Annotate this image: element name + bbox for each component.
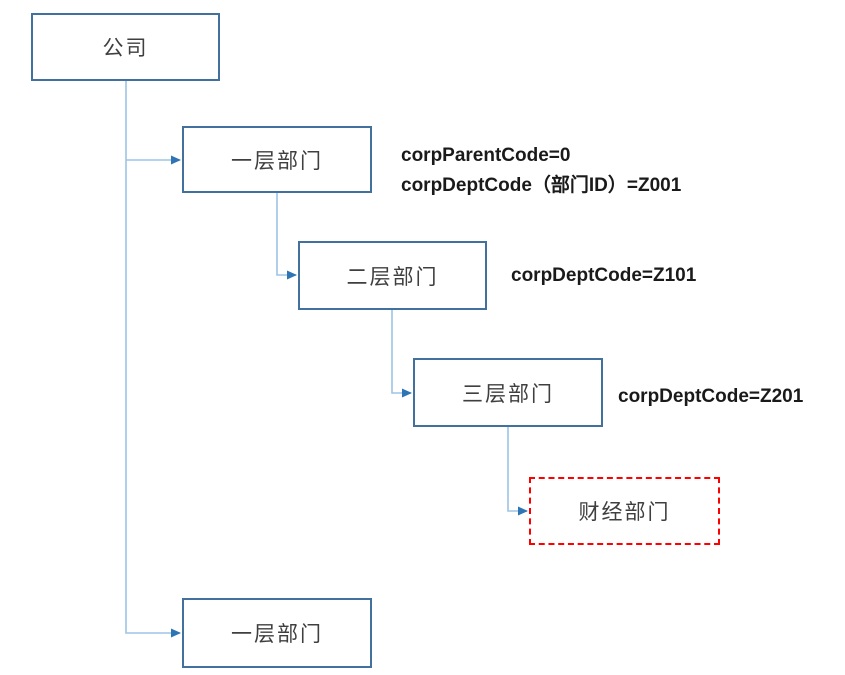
node-dept-level1-top: 一层部门 [182,126,372,193]
node-dept-level2-label: 二层部门 [346,265,439,289]
node-dept-finance-label: 财经部门 [578,501,671,524]
annotation-line: corpDeptCode=Z101 [511,265,697,286]
annotation-dept-level2-code: corpDeptCode=Z101 [511,261,696,291]
annotation-dept-level3-code: corpDeptCode=Z201 [618,382,803,412]
connector-dept3-to-finance [507,427,528,516]
connector-dept1-to-dept2 [276,193,297,280]
node-company-label: 公司 [102,37,149,60]
annotation-line: corpDeptCode（部门ID）=Z001 [401,175,682,196]
node-dept-level1-bottom: 一层部门 [182,598,372,668]
node-dept-level3-label: 三层部门 [462,382,554,406]
annotation-dept-level1-codes: corpParentCode=0 corpDeptCode（部门ID）=Z001 [401,141,681,201]
annotation-line: corpParentCode=0 [401,145,571,166]
node-dept-level1-bottom-label: 一层部门 [231,623,323,646]
node-company: 公司 [31,13,220,81]
connector-dept2-to-dept3 [391,310,412,398]
node-dept-level1-top-label: 一层部门 [231,149,323,173]
node-dept-level2: 二层部门 [298,241,487,310]
annotation-line: corpDeptCode=Z201 [618,386,804,407]
connector-company-to-dept1-bottom [125,81,181,638]
node-dept-finance: 财经部门 [529,477,720,545]
node-dept-level3: 三层部门 [413,358,603,427]
